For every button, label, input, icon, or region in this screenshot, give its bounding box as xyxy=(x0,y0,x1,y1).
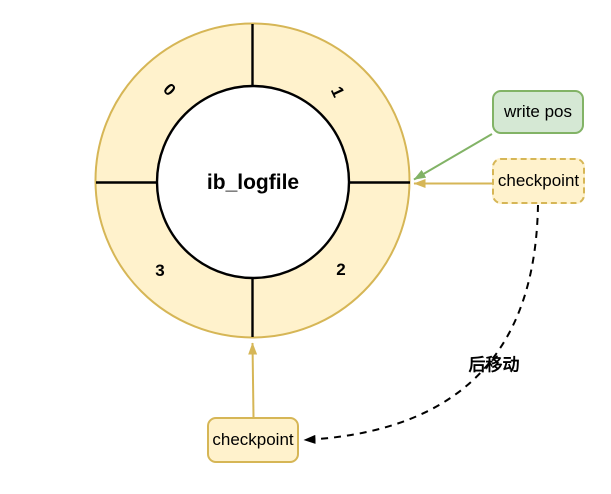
segment-label-2: 2 xyxy=(336,260,346,279)
write-pos-label: write pos xyxy=(503,102,573,121)
checkpoint-target-label: checkpoint xyxy=(497,171,580,190)
segment-label-3: 3 xyxy=(155,261,165,280)
checkpoint-current-label: checkpoint xyxy=(212,430,294,449)
write-pos-arrow xyxy=(413,133,493,181)
write-pos-box: write pos xyxy=(492,90,584,134)
move-label: 后移动 xyxy=(468,355,520,375)
ring-title: ib_logfile xyxy=(206,171,300,194)
checkpoint-move-arrow xyxy=(303,204,539,444)
checkpoint-current-box: checkpoint xyxy=(207,417,299,463)
checkpoint-bottom-arrow xyxy=(248,342,258,418)
checkpoint-target-box: checkpoint xyxy=(492,158,585,204)
